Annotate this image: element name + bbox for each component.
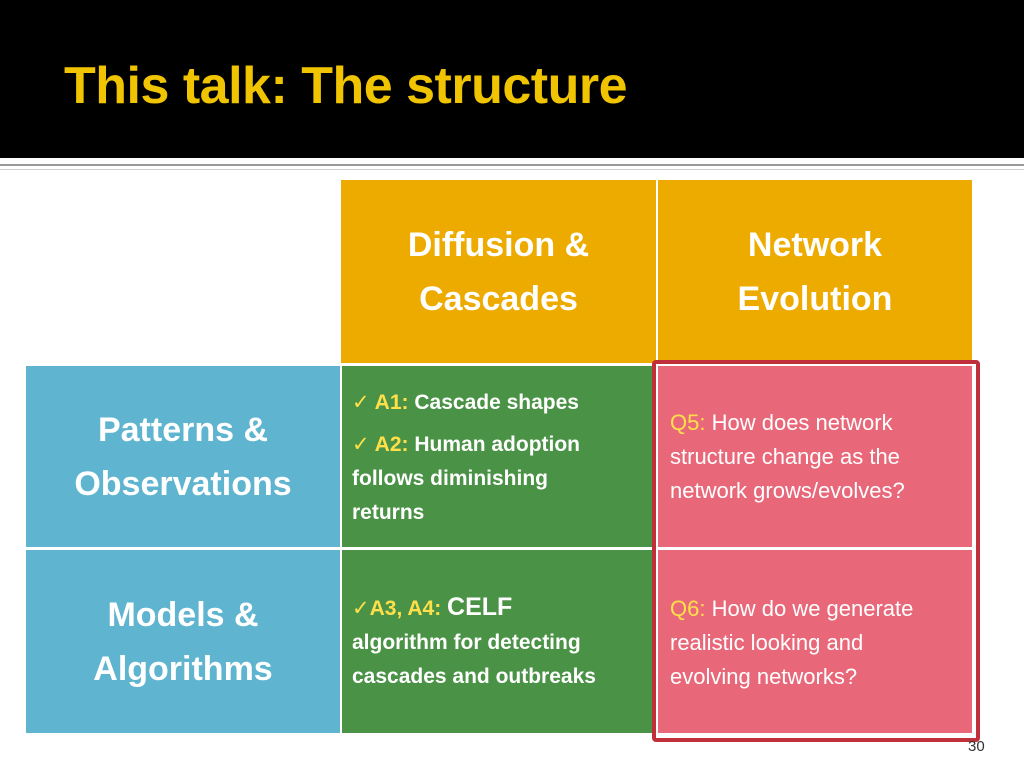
highlight-box <box>652 360 980 742</box>
row-header-line: Patterns & <box>97 410 269 449</box>
checkmark-icon: ✓ <box>352 391 370 414</box>
item-text: CELF <box>447 593 513 621</box>
item-text: Cascade shapes <box>414 391 579 414</box>
question-text-line: evolving networks? <box>670 664 858 689</box>
question-label: Q5: <box>670 410 706 435</box>
cell-patterns-diffusion: ✓ A1: Cascade shapes ✓ A2: Human adoptio… <box>342 366 656 547</box>
slide-title: This talk: The structure <box>64 57 628 115</box>
title-divider-thin <box>0 169 1024 170</box>
row-header-line: Models & <box>107 595 259 634</box>
item-text-line: algorithm for detecting <box>352 631 581 654</box>
cell-models-diffusion: ✓A3, A4: CELF algorithm for detecting ca… <box>342 550 656 733</box>
cell-patterns-network: Q5: How does network structure change as… <box>658 366 972 547</box>
title-bar: This talk: The structure <box>0 0 1024 158</box>
question-q6: Q6: How do we generate <box>670 592 972 626</box>
checkmark-icon: ✓ <box>352 597 370 620</box>
column-header-line: Cascades <box>419 279 578 318</box>
item-label: A2: <box>374 433 409 456</box>
cell-models-network: Q6: How do we generate realistic looking… <box>658 550 972 733</box>
row-header-models: Models & Algorithms <box>26 550 340 733</box>
item-label: A1: <box>374 391 409 414</box>
row-header-line: Observations <box>74 464 292 503</box>
item-a3-a4: ✓A3, A4: CELF <box>352 590 656 626</box>
question-text: How do we generate <box>711 596 914 621</box>
row-header-patterns: Patterns & Observations <box>26 366 340 547</box>
item-text-line: returns <box>352 501 425 524</box>
question-text-line: realistic looking and <box>670 630 864 655</box>
checkmark-icon: ✓ <box>352 433 370 456</box>
title-divider <box>0 164 1024 166</box>
column-header-line: Evolution <box>737 279 893 318</box>
question-text-line: structure change as the <box>670 444 900 469</box>
question-text: How does network <box>711 410 893 435</box>
item-label: A3, A4: <box>369 597 442 620</box>
column-header-line: Network <box>747 225 883 264</box>
column-header-network-evolution: Network Evolution <box>658 180 972 363</box>
item-text-line: cascades and outbreaks <box>352 665 596 688</box>
column-header-diffusion: Diffusion & Cascades <box>341 180 656 363</box>
question-text-line: network grows/evolves? <box>670 478 905 503</box>
item-a1: ✓ A1: Cascade shapes <box>352 386 656 420</box>
question-label: Q6: <box>670 596 706 621</box>
column-header-line: Diffusion & <box>407 225 590 264</box>
row-header-line: Algorithms <box>93 649 273 688</box>
page-number: 30 <box>968 738 985 755</box>
item-text: Human adoption <box>414 433 581 456</box>
question-q5: Q5: How does network <box>670 406 972 440</box>
item-text-line: follows diminishing <box>352 467 548 490</box>
item-a2: ✓ A2: Human adoption <box>352 428 656 462</box>
